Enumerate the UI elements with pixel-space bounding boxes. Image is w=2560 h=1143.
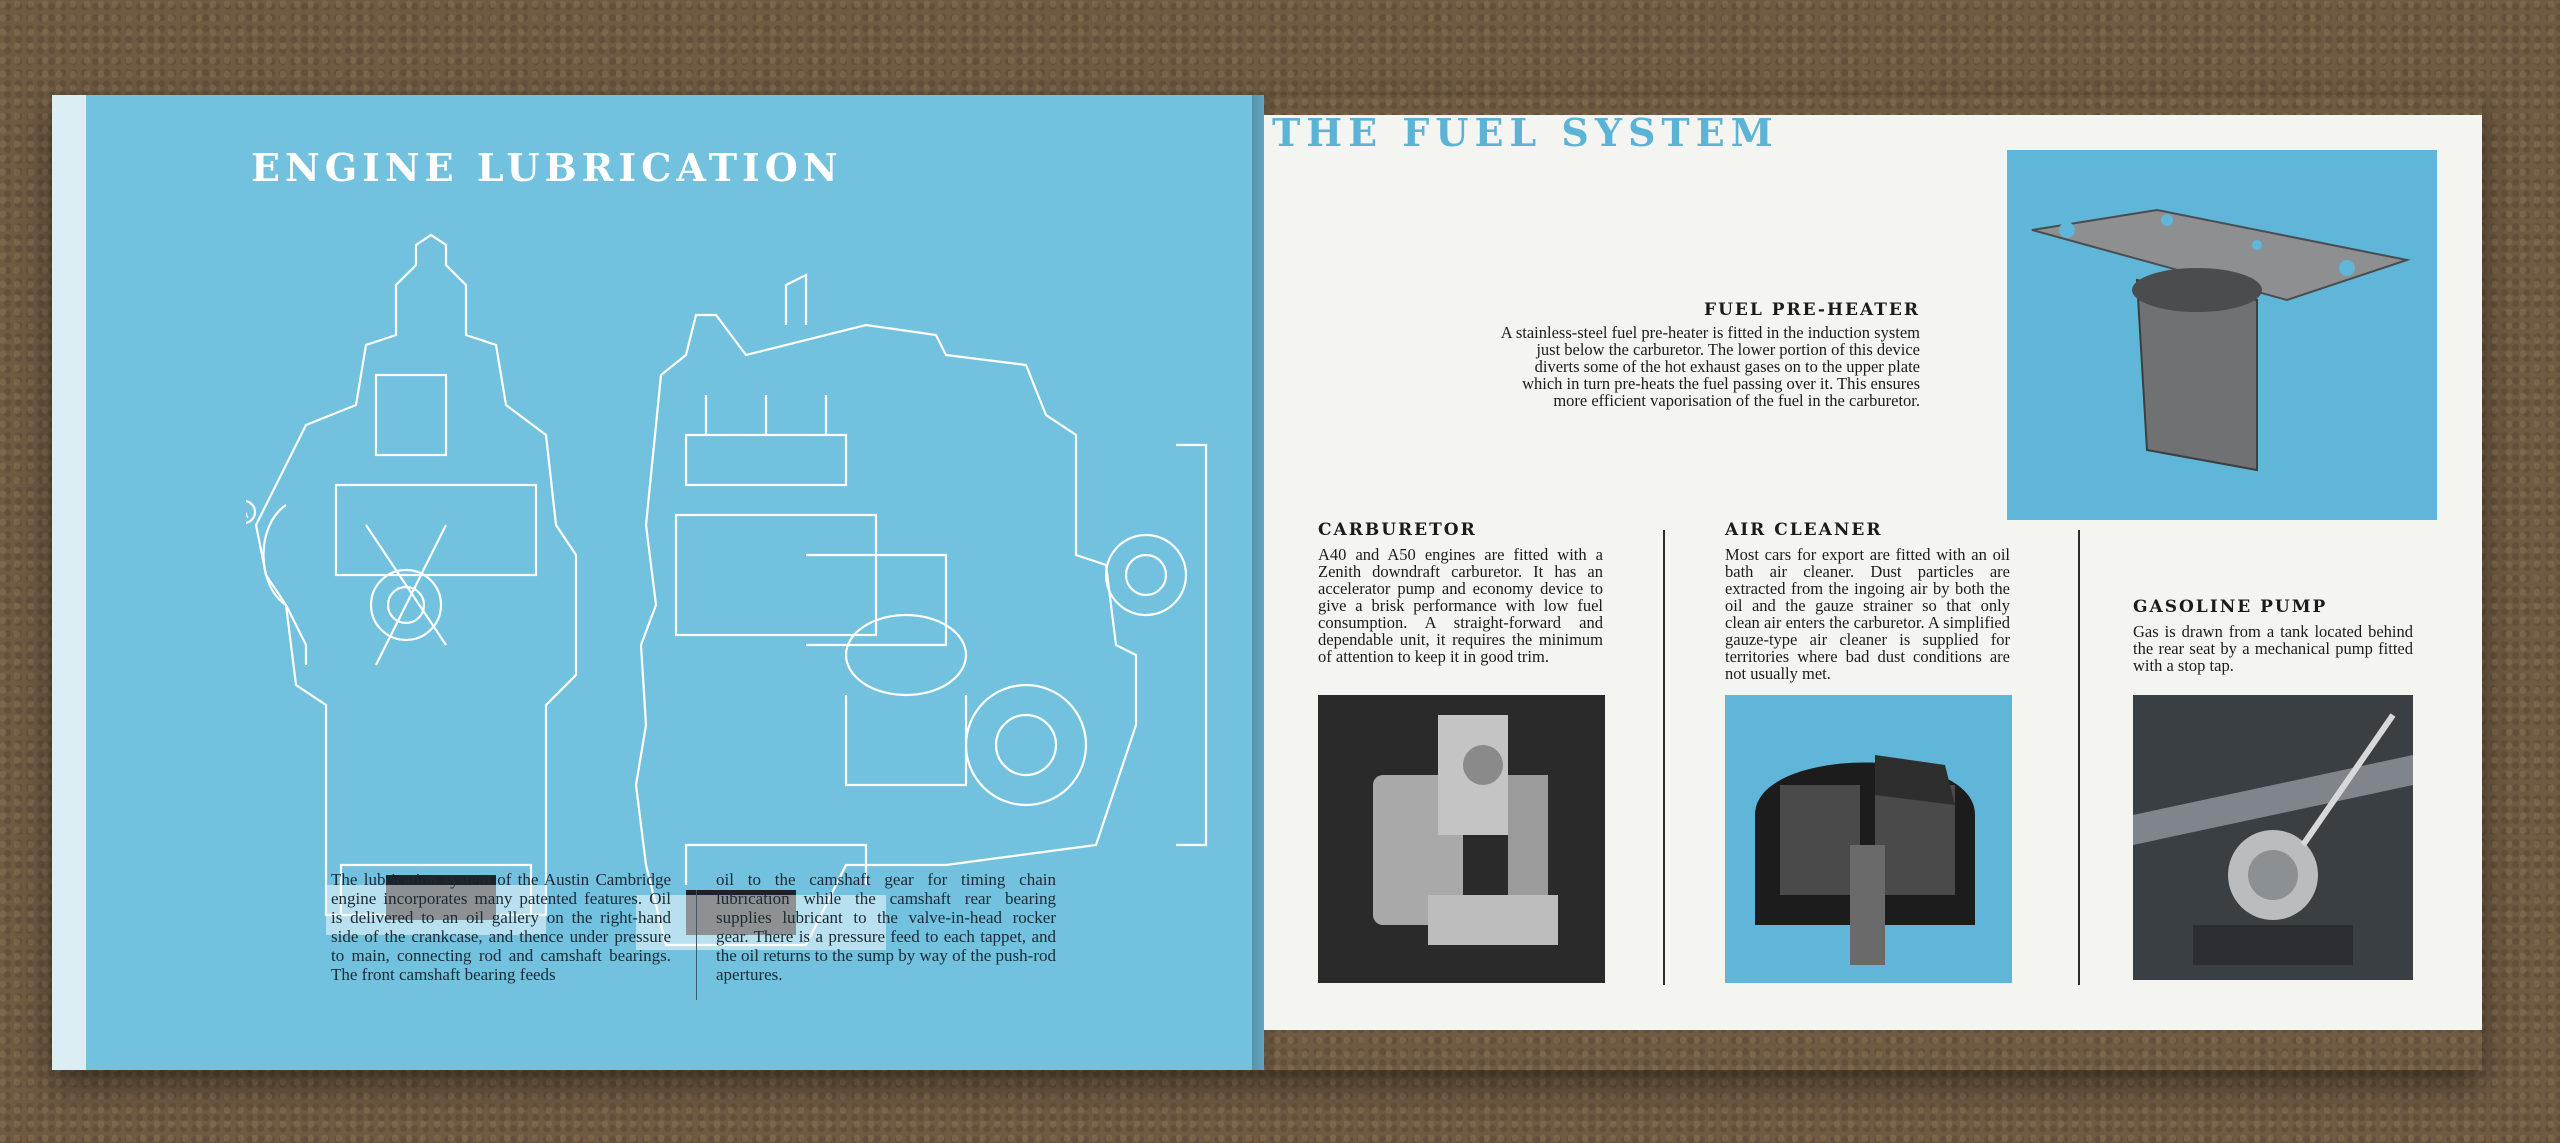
column-divider-1 [1663, 530, 1665, 985]
engine-cutaway-diagram: A [246, 233, 1208, 950]
column-divider [696, 890, 697, 1000]
air-cleaner-text: Most cars for export are fitted with an … [1725, 545, 2010, 683]
air-cleaner-heading: AIR CLEANER [1725, 520, 1883, 540]
column-divider-2 [2078, 530, 2080, 985]
preheater-section: FUEL PRE-HEATER A stainless-steel fuel p… [1500, 300, 1920, 409]
callout-a-label: A [246, 505, 249, 522]
fuel-system-title: THE FUEL SYSTEM [1272, 110, 1779, 155]
carburetor-section: CARBURETOR A40 and A50 engines are fitte… [1318, 520, 1603, 665]
gasoline-pump-text: Gas is drawn from a tank located behind … [2133, 622, 2413, 675]
carburetor-heading: CARBURETOR [1318, 520, 1477, 540]
engine-lubrication-title: ENGINE LUBRICATION [251, 145, 843, 190]
carburetor-photo [1318, 695, 1605, 983]
air-cleaner-photo [1725, 695, 2012, 983]
left-page: ENGINE LUBRICATION A [52, 95, 1264, 1070]
air-cleaner-section: AIR CLEANER Most cars for export are fit… [1725, 520, 2010, 682]
preheater-heading: FUEL PRE-HEATER [1704, 300, 1920, 320]
gasoline-pump-photo [2133, 695, 2413, 980]
lubrication-text-col2: oil to the camshaft gear for timing chai… [716, 870, 1056, 984]
gasoline-pump-heading: GASOLINE PUMP [2133, 597, 2328, 617]
preheater-text: A stainless-steel fuel pre-heater is fit… [1500, 323, 1920, 410]
gasoline-pump-section: GASOLINE PUMP Gas is drawn from a tank l… [2133, 597, 2413, 674]
carburetor-text: A40 and A50 engines are fitted with a Ze… [1318, 545, 1603, 666]
lubrication-text-col1: The lubrication system of the Austin Cam… [331, 870, 671, 984]
preheater-photo [2007, 150, 2437, 520]
